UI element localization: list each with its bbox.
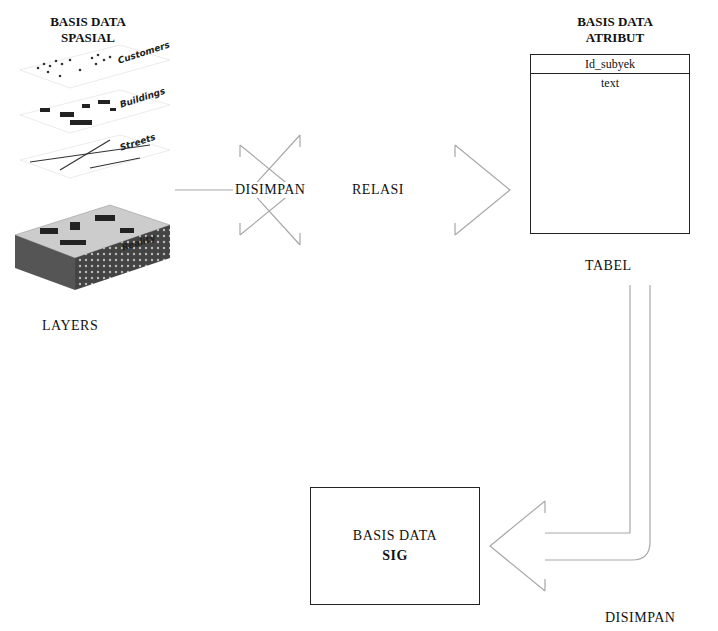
- attribute-database: BASIS DATA ATRIBUT Id_subyektextTABEL: [525, 10, 695, 280]
- connector-label: DISIMPAN: [233, 182, 307, 198]
- table-header-cell: Id_subyek: [531, 55, 689, 74]
- layer-label: Buildings: [118, 86, 166, 110]
- box-text: BASIS DATA SIG: [311, 488, 479, 604]
- table-cell: text: [531, 74, 689, 92]
- block-arrow: [490, 285, 650, 591]
- connector-label: RELASI: [350, 182, 406, 198]
- spatial-database: BASIS DATA SPASIAL LAYERS: [10, 10, 175, 340]
- layer-label: Streets: [118, 132, 156, 153]
- connector-label: DISIMPAN: [603, 610, 677, 626]
- box-title: SIG: [382, 548, 408, 564]
- section-heading: BASIS DATA ATRIBUT: [560, 14, 670, 46]
- gis-database-box: BASIS DATA SIG: [310, 487, 480, 605]
- box-heading: BASIS DATA: [353, 528, 437, 544]
- table-caption: TABEL: [585, 258, 631, 274]
- layer-caption: LAYERS: [42, 318, 98, 334]
- attribute-table: Id_subyektext: [530, 54, 690, 234]
- section-heading: BASIS DATA SPASIAL: [38, 14, 138, 46]
